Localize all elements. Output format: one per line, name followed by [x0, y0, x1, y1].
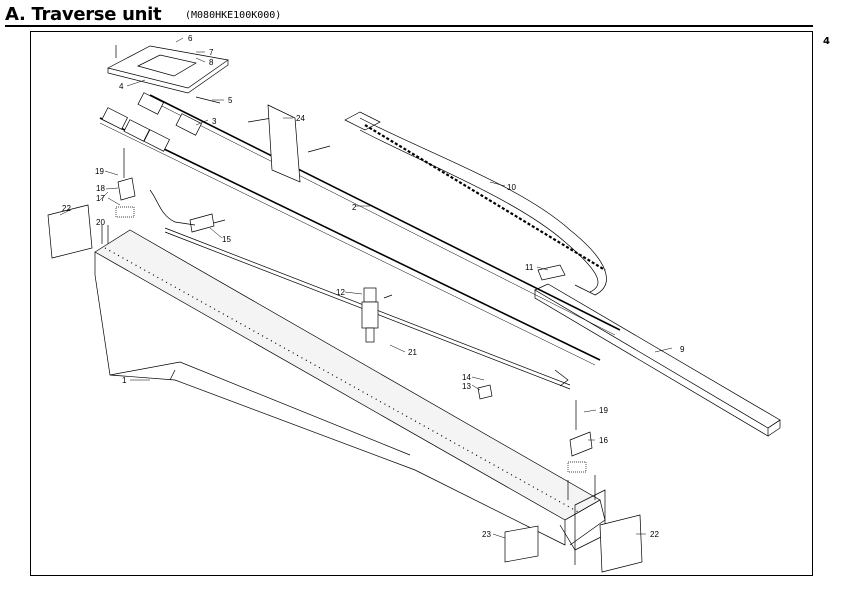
- callout-18: 18: [96, 184, 105, 193]
- cable-loop: [149, 189, 196, 226]
- hardware-bolts: [101, 45, 596, 500]
- sensor-grille-left: [115, 206, 135, 218]
- cable-clamp: [189, 213, 215, 233]
- chain-tray: [534, 283, 781, 437]
- carriage-plate: [107, 45, 229, 94]
- sensor-bracket: [117, 177, 136, 201]
- traverse-beam: [94, 229, 606, 565]
- callout-23: 23: [482, 530, 491, 539]
- callout-22-right: 22: [650, 530, 659, 539]
- access-cover: [504, 525, 539, 563]
- callout-6: 6: [188, 34, 193, 43]
- callout-24: 24: [296, 114, 305, 123]
- callout-leaders: [59, 37, 673, 539]
- part-callouts: 1 2 3 4 5 6 7 8 9 10 11 12 13 14 15 16 1…: [62, 34, 685, 539]
- callout-21: 21: [408, 348, 417, 357]
- callout-19-right: 19: [599, 406, 608, 415]
- linear-rails: [99, 94, 621, 390]
- stopper-block: [569, 431, 593, 457]
- callout-10: 10: [507, 183, 516, 192]
- callout-7: 7: [209, 48, 214, 57]
- air-regulator: [361, 287, 379, 343]
- title-underline: [5, 25, 813, 27]
- title-row: A. Traverse unit (M080HKE100K000): [5, 4, 813, 26]
- end-cap-left: [47, 204, 93, 259]
- callout-16: 16: [599, 436, 608, 445]
- callout-14: 14: [462, 373, 471, 382]
- callout-17: 17: [96, 194, 105, 203]
- callout-1: 1: [122, 376, 127, 385]
- callout-4: 4: [119, 82, 124, 91]
- page-title: A. Traverse unit: [5, 4, 162, 25]
- callout-11: 11: [525, 263, 534, 272]
- drawing-frame: [30, 31, 813, 576]
- mounting-bracket: [267, 104, 301, 183]
- callout-3: 3: [212, 117, 217, 126]
- callout-9: 9: [680, 345, 685, 354]
- callout-20: 20: [96, 218, 105, 227]
- end-cap-right: [599, 514, 643, 573]
- callout-22-left: 22: [62, 204, 71, 213]
- slide-blocks: [101, 92, 202, 152]
- chain-bracket: [537, 264, 566, 281]
- callout-15: 15: [222, 235, 231, 244]
- switch-block: [477, 384, 493, 400]
- callout-2: 2: [352, 203, 357, 212]
- callout-19-top: 19: [95, 167, 104, 176]
- callout-13: 13: [462, 382, 471, 391]
- page-number: 4: [823, 36, 830, 47]
- cable-chain: [344, 111, 607, 296]
- callout-12: 12: [336, 288, 345, 297]
- sensor-grille-right: [567, 461, 587, 473]
- callout-5: 5: [228, 96, 233, 105]
- callout-8: 8: [209, 58, 214, 67]
- model-code: (M080HKE100K000): [185, 10, 282, 21]
